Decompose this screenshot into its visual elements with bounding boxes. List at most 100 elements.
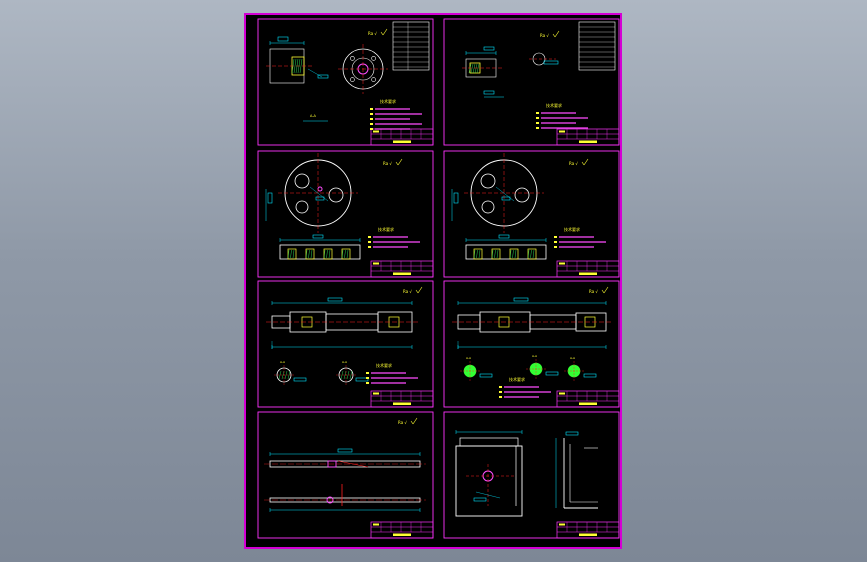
- drawing-circle: [371, 77, 376, 82]
- drawing-plate-and-angle[interactable]: [443, 411, 620, 539]
- title-block-mark: [579, 402, 597, 405]
- note-bullet: [554, 241, 557, 243]
- drawing-rect: [443, 18, 620, 146]
- drawing-rect: [337, 448, 353, 453]
- drawing-line: [509, 249, 512, 259]
- drawing-rect: [443, 280, 620, 408]
- drawing-rect: [355, 377, 369, 382]
- drawing-text: Ra √: [589, 289, 598, 294]
- note-bullet: [368, 236, 371, 238]
- drawing-line: [397, 158, 403, 166]
- drawing-line: [491, 249, 494, 259]
- title-block-mark: [373, 262, 379, 265]
- drawing-bracket[interactable]: Ra √技术要求: [443, 18, 620, 146]
- drawing-rect: [556, 390, 620, 408]
- drawing-line: [290, 249, 292, 259]
- note-bullet: [370, 118, 373, 120]
- drawing-rect: [443, 411, 620, 539]
- drawing-rect: [498, 234, 510, 239]
- drawing-text: Ra √: [403, 289, 412, 294]
- drawing-line: [326, 249, 328, 259]
- drawing-text: 技术要求: [564, 226, 580, 232]
- title-block-mark: [559, 130, 565, 133]
- drawing-line: [494, 249, 496, 259]
- drawing-line: [382, 28, 388, 36]
- drawing-line: [527, 249, 530, 259]
- drawing-text: 技术要求: [380, 98, 396, 104]
- drawing-circle: [295, 200, 309, 214]
- drawing-text: 技术要求: [546, 102, 562, 108]
- drawing-rect: [279, 244, 361, 260]
- drawing-line: [552, 33, 556, 38]
- drawing-rect: [578, 21, 616, 71]
- drawing-line: [292, 249, 295, 259]
- drawing-line: [530, 249, 532, 259]
- drawing-text: A-A: [466, 356, 472, 360]
- drawing-rect: [370, 260, 434, 278]
- drawing-line: [554, 30, 560, 38]
- drawing-rect: [315, 196, 325, 201]
- note-bullet: [370, 113, 373, 115]
- title-block-mark: [559, 523, 565, 526]
- drawing-line: [468, 63, 472, 74]
- drawing-round-plate-variant[interactable]: Ra √ 技术要求: [443, 150, 620, 278]
- drawing-rect: [257, 411, 434, 539]
- drawing-rect: [556, 521, 620, 539]
- drawing-circle: [294, 173, 310, 189]
- title-block-mark: [579, 272, 597, 275]
- drawing-line: [341, 249, 344, 259]
- drawing-rect: [527, 248, 537, 260]
- title-block-mark: [393, 272, 411, 275]
- drawing-circle: [371, 56, 376, 61]
- drawing-circle: [481, 200, 495, 214]
- drawing-rect: [459, 437, 519, 447]
- drawing-line: [475, 491, 501, 499]
- drawing-rect: [267, 192, 273, 204]
- drawing-line: [293, 58, 297, 74]
- drawing-line: [380, 31, 384, 36]
- drawing-line: [478, 249, 481, 259]
- title-block-mark: [559, 392, 565, 395]
- title-block-mark: [393, 140, 411, 143]
- drawing-round-plate[interactable]: Ra √技术要求: [257, 150, 434, 278]
- drawing-line: [412, 417, 418, 425]
- drawing-line: [583, 158, 589, 166]
- drawing-rect: [327, 297, 343, 302]
- drawing-rect: [257, 150, 434, 278]
- drawing-line: [473, 249, 476, 259]
- drawing-line: [346, 249, 349, 259]
- note-bullet: [368, 246, 371, 248]
- drawing-rect: [323, 248, 333, 260]
- drawing-rect: [473, 497, 487, 502]
- drawing-line: [287, 249, 290, 259]
- drawing-circle: [317, 186, 323, 192]
- drawing-rect: [513, 297, 529, 302]
- drawing-line: [514, 249, 517, 259]
- drawing-rect: [583, 373, 597, 378]
- title-block-mark: [373, 523, 379, 526]
- drawing-rect: [293, 377, 307, 382]
- drawing-circle: [328, 187, 344, 203]
- drawing-long-shaft[interactable]: Ra √: [257, 411, 434, 539]
- drawing-text: A-A: [280, 360, 286, 364]
- drawing-circle: [350, 56, 355, 61]
- drawing-rect: [287, 248, 297, 260]
- drawing-line: [310, 249, 313, 259]
- drawing-line: [410, 420, 414, 425]
- drawing-line: [395, 161, 399, 166]
- drawing-rect: [556, 128, 620, 146]
- drawing-text: A-A: [532, 354, 538, 358]
- drawing-rect: [370, 390, 434, 408]
- drawing-circle: [350, 77, 355, 82]
- note-bullet: [554, 236, 557, 238]
- drawing-line: [512, 249, 514, 259]
- drawing-rect: [491, 248, 501, 260]
- drawing-text: Ra √: [569, 161, 578, 166]
- drawing-rect: [443, 150, 620, 278]
- drawing-line: [417, 286, 423, 294]
- drawing-text: A-A: [342, 360, 348, 364]
